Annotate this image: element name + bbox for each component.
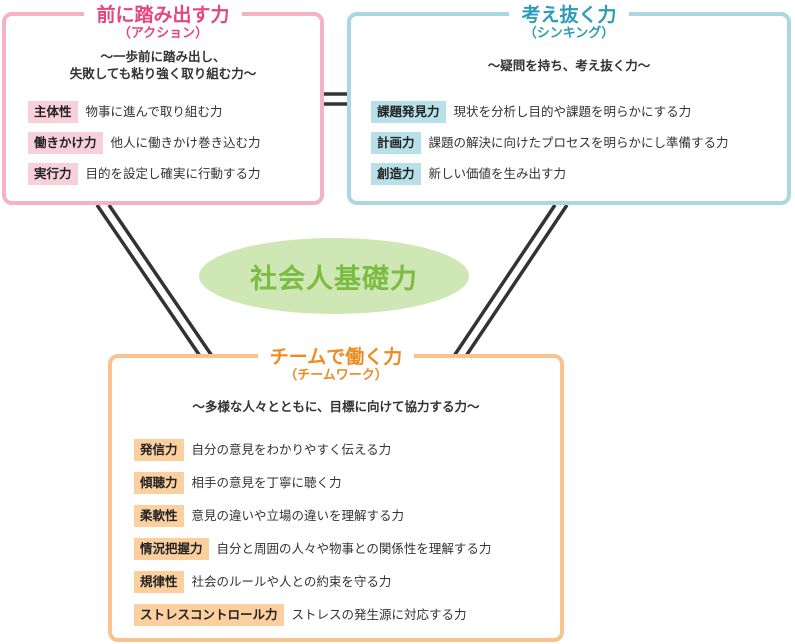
- center-ellipse: 社会人基礎力: [199, 238, 469, 314]
- action-tagline: 〜一歩前に踏み出し、 失敗しても粘り強く取り組む力〜: [6, 48, 320, 82]
- action-heading: 前に踏み出す力 （アクション）: [6, 4, 320, 42]
- team-box: チームで働く力 （チームワーク） 〜多様な人々とともに、目標に向けて協力する力〜…: [108, 346, 564, 642]
- connector-action-team-b: [107, 204, 214, 357]
- skill-desc: ストレスの発生源に対応する力: [291, 606, 467, 622]
- skill-desc: 自分の意見をわかりやすく伝える力: [191, 441, 392, 457]
- action-skill-list: 主体性 物事に進んで取り組む力 働きかけ力 他人に働きかけ巻き込む力 実行力 目…: [28, 96, 316, 189]
- skill-tag: 働きかけ力: [28, 131, 103, 154]
- thinking-heading: 考え抜く力 （シンキング）: [351, 4, 787, 42]
- skill-row: ストレスコントロール力 ストレスの発生源に対応する力: [134, 598, 556, 631]
- action-title: 前に踏み出す力: [84, 4, 242, 26]
- skill-tag: 規律性: [134, 570, 184, 593]
- skill-tag: 実行力: [28, 162, 78, 185]
- skill-tag: 創造力: [371, 162, 421, 185]
- skill-desc: 他人に働きかけ巻き込む力: [110, 134, 261, 150]
- skill-row: 規律性 社会のルールや人との約束を守る力: [134, 565, 556, 598]
- skill-desc: 物事に進んで取り組む力: [85, 103, 223, 119]
- skill-row: 情況把握力 自分と周囲の人々や物事との関係性を理解する力: [134, 532, 556, 565]
- team-heading: チームで働く力 （チームワーク）: [112, 346, 560, 384]
- skill-tag: 柔軟性: [134, 504, 184, 527]
- action-tagline-line-2: 失敗しても粘り強く取り組む力〜: [69, 66, 257, 81]
- team-subtitle: （チームワーク）: [284, 368, 388, 383]
- skill-row: 傾聴力 相手の意見を丁寧に聴く力: [134, 466, 556, 499]
- skill-tag: 計画力: [371, 131, 421, 154]
- skill-desc: 意見の違いや立場の違いを理解する力: [191, 507, 405, 523]
- skill-tag: ストレスコントロール力: [134, 603, 284, 626]
- skill-row: 働きかけ力 他人に働きかけ巻き込む力: [28, 127, 316, 158]
- thinking-tagline: 〜疑問を持ち、考え抜く力〜: [487, 58, 651, 73]
- skill-tag: 情況把握力: [134, 537, 209, 560]
- skill-desc: 目的を設定し確実に行動する力: [85, 165, 261, 181]
- skill-tag: 傾聴力: [134, 471, 184, 494]
- thinking-subtitle: （シンキング）: [523, 26, 615, 41]
- team-title: チームで働く力: [257, 346, 415, 368]
- thinking-box: 考え抜く力 （シンキング） 〜疑問を持ち、考え抜く力〜 課題発見力 現状を分析し…: [347, 4, 791, 205]
- skill-desc: 新しい価値を生み出す力: [428, 165, 567, 181]
- skill-tag: 主体性: [28, 100, 78, 123]
- connector-thinking-team-a: [452, 204, 557, 357]
- connector-action-team-a: [95, 204, 202, 357]
- skill-desc: 現状を分析し目的や課題を明らかにする力: [453, 103, 692, 119]
- team-skill-list: 発信力 自分の意見をわかりやすく伝える力 傾聴力 相手の意見を丁寧に聴く力 柔軟…: [134, 433, 556, 631]
- skill-desc: 相手の意見を丁寧に聴く力: [191, 474, 342, 490]
- skill-row: 計画力 課題の解決に向けたプロセスを明らかにし準備する力: [371, 127, 783, 158]
- skill-row: 課題発見力 現状を分析し目的や課題を明らかにする力: [371, 96, 783, 127]
- thinking-title: 考え抜く力: [509, 4, 629, 26]
- skill-row: 主体性 物事に進んで取り組む力: [28, 96, 316, 127]
- skill-tag: 発信力: [134, 438, 184, 461]
- action-subtitle: （アクション）: [117, 26, 209, 41]
- connector-thinking-team-b: [464, 204, 569, 357]
- action-tagline-line-1: 〜一歩前に踏み出し、: [100, 49, 226, 64]
- skill-tag: 課題発見力: [371, 100, 446, 123]
- action-box: 前に踏み出す力 （アクション） 〜一歩前に踏み出し、 失敗しても粘り強く取り組む…: [2, 4, 324, 205]
- skill-desc: 社会のルールや人との約束を守る力: [191, 573, 392, 589]
- skill-desc: 課題の解決に向けたプロセスを明らかにし準備する力: [428, 134, 729, 150]
- center-label: 社会人基礎力: [250, 263, 418, 295]
- skill-row: 実行力 目的を設定し確実に行動する力: [28, 158, 316, 189]
- skill-row: 発信力 自分の意見をわかりやすく伝える力: [134, 433, 556, 466]
- team-tagline: 〜多様な人々とともに、目標に向けて協力する力〜: [192, 399, 480, 414]
- skill-row: 創造力 新しい価値を生み出す力: [371, 158, 783, 189]
- skill-row: 柔軟性 意見の違いや立場の違いを理解する力: [134, 499, 556, 532]
- skill-desc: 自分と周囲の人々や物事との関係性を理解する力: [216, 540, 492, 556]
- thinking-skill-list: 課題発見力 現状を分析し目的や課題を明らかにする力 計画力 課題の解決に向けたプ…: [371, 96, 783, 189]
